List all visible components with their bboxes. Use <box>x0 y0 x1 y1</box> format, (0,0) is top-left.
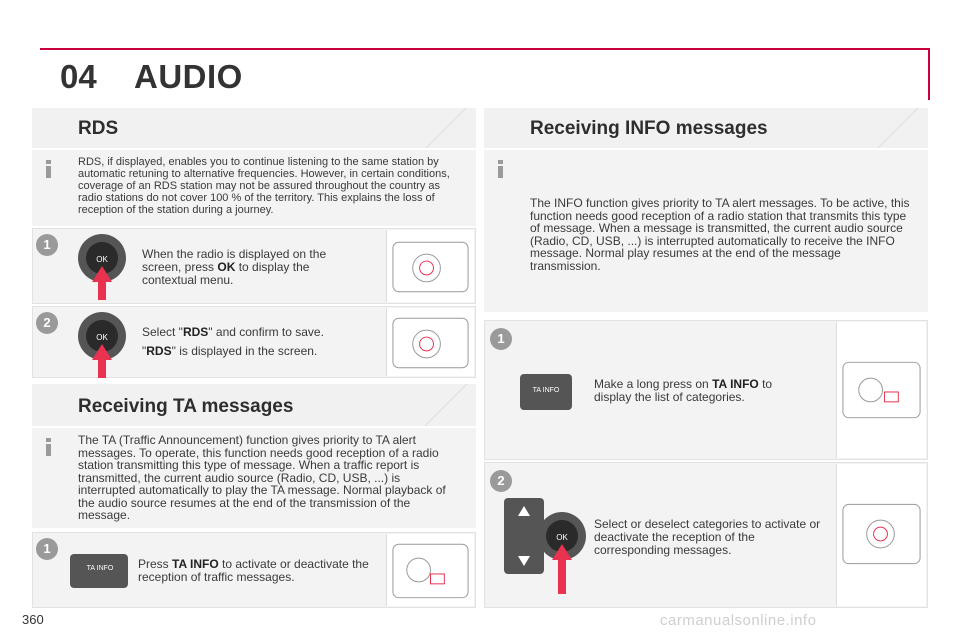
step-text-post: to display the contextual menu. <box>142 260 310 287</box>
info-title: Receiving INFO messages <box>530 118 768 139</box>
radio-panel-thumbnail <box>386 230 474 302</box>
ok-button-with-arrows-icon: OK <box>504 498 586 594</box>
ok-button-icon: OK <box>78 234 126 300</box>
ta-step-1-text: Press TA INFO to activate or deactivate … <box>138 558 374 584</box>
info-info-box <box>484 150 928 312</box>
ta-info-text: The TA (Traffic Announcement) function g… <box>78 433 446 522</box>
step-number-badge: 2 <box>490 470 512 492</box>
radio-panel-thumbnail <box>836 322 926 458</box>
step-text-post: " and confirm to save. <box>208 325 324 339</box>
header-rule-end <box>928 48 930 100</box>
radio-panel-thumbnail <box>386 308 474 376</box>
step-text-bold: RDS <box>182 325 209 339</box>
rds-info-text: RDS, if displayed, enables you to contin… <box>78 156 450 216</box>
info-info-text: The INFO function gives priority to TA a… <box>530 196 910 273</box>
step-text-post: " is displayed in the screen. <box>171 344 318 358</box>
step-text-pre: Select " <box>142 325 183 339</box>
ta-button-label: TA INFO <box>87 565 114 572</box>
ta-title: Receiving TA messages <box>78 396 294 417</box>
watermark: carmanualsonline.info <box>660 612 817 629</box>
info-step-2-text: Select or deselect categories to activat… <box>594 517 821 557</box>
rds-step-2-text: Select "RDS" and confirm to save. "RDS" … <box>142 326 372 358</box>
ta-info-button-icon: TA INFO <box>520 374 572 410</box>
radio-panel-thumbnail <box>836 464 926 606</box>
radio-panel-thumbnail <box>386 534 474 606</box>
step-text-bold: RDS <box>146 344 172 358</box>
header-rule <box>40 48 930 50</box>
ta-button-label: TA INFO <box>533 387 560 394</box>
step-number-badge: 1 <box>490 328 512 350</box>
ta-info-box <box>32 428 476 528</box>
step-number-badge: 1 <box>36 538 58 560</box>
step-text-pre: Press <box>138 557 173 571</box>
chapter-title: AUDIO <box>134 58 243 95</box>
step-text-pre: Make a long press on <box>594 377 713 391</box>
ta-info-button-icon: TA INFO <box>70 554 128 588</box>
step-text-post: to display the list of categories. <box>594 377 773 404</box>
info-step-1-text: Make a long press on TA INFO to display … <box>594 378 804 404</box>
rds-step-1-text: When the radio is displayed on the scree… <box>142 248 352 287</box>
rds-info-box <box>32 150 476 226</box>
step-number-badge: 1 <box>36 234 58 256</box>
step-text-bold: TA INFO <box>712 377 759 391</box>
ok-button-icon: OK <box>78 312 126 378</box>
step-number-badge: 2 <box>36 312 58 334</box>
ta-title-band <box>32 384 476 426</box>
step-text-bold: OK <box>217 260 236 274</box>
rds-title-band <box>32 108 476 148</box>
svg-text:OK: OK <box>96 255 108 264</box>
rds-title: RDS <box>78 118 119 139</box>
page-number: 360 <box>22 612 44 627</box>
info-title-band <box>484 108 928 148</box>
info-icon <box>46 438 51 456</box>
info-icon <box>46 160 51 178</box>
step-text-post: to activate or deactivate the reception … <box>138 557 369 584</box>
step-text-bold: TA INFO <box>172 557 219 571</box>
info-icon <box>498 160 503 178</box>
step-text-pre: When the radio is displayed on the scree… <box>142 247 327 274</box>
svg-text:OK: OK <box>556 533 568 542</box>
step-text-pre: " <box>142 344 147 358</box>
chapter-number: 04 <box>60 58 97 95</box>
svg-text:OK: OK <box>96 333 108 342</box>
